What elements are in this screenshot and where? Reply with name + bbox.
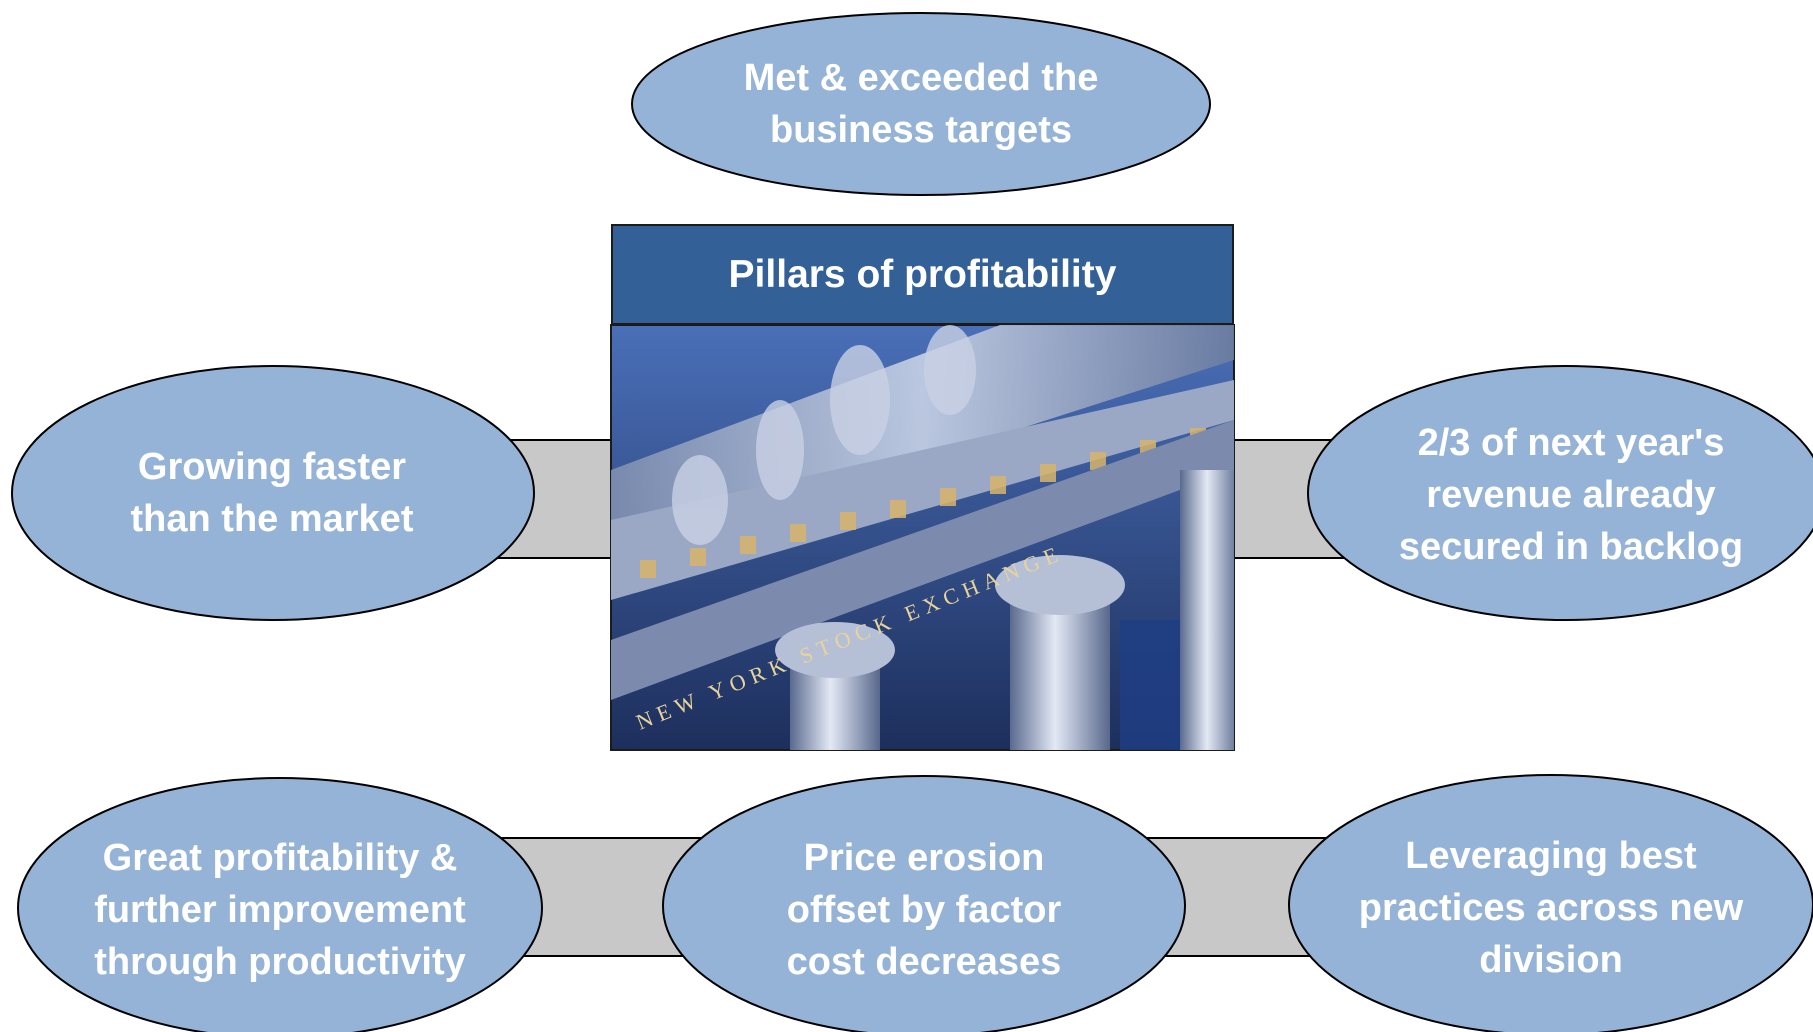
node-right-label: 2/3 of next year's revenue already secur…	[1398, 422, 1744, 568]
node-bottom-center-label: Price erosion offset by factor cost decr…	[786, 837, 1062, 983]
node-left-label: Growing faster than the market	[130, 446, 414, 540]
diagram-title: Pillars of profitability	[611, 224, 1234, 325]
stock-exchange-photo: NEW YORK STOCK EXCHANGE	[610, 324, 1235, 751]
node-bottom-right-shape	[1288, 774, 1813, 1032]
node-top-label: Met & exceeded the business targets	[743, 57, 1099, 151]
node-left-shape	[11, 365, 535, 621]
node-bottom-right-label: Leveraging best practices across new div…	[1358, 835, 1744, 981]
node-bottom-center-shape	[662, 775, 1186, 1032]
node-right-shape	[1307, 365, 1813, 621]
node-top-shape	[631, 12, 1211, 196]
node-bottom-left-shape	[17, 777, 543, 1032]
node-bottom-left-label: Great profitability & further improvemen…	[94, 837, 466, 983]
